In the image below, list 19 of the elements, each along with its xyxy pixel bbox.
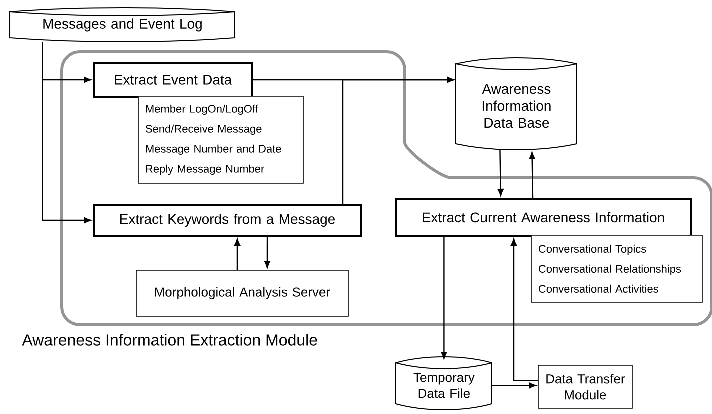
process-box: Data Transfer Module — [538, 365, 633, 409]
arrow — [42, 42, 92, 224]
database-cylinder: Messages and Event Log — [10, 8, 236, 42]
database-cylinder: Temporary Data File — [396, 356, 492, 410]
arrow — [510, 238, 538, 382]
arrow — [441, 237, 448, 360]
module-title: Awareness Information Extraction Module — [22, 334, 318, 346]
arrow — [264, 237, 270, 268]
arrow — [492, 382, 536, 389]
arrow — [234, 238, 241, 270]
arrow — [529, 152, 536, 198]
process-box: Extract Keywords from a Message — [93, 204, 362, 237]
arrow — [342, 76, 454, 204]
process-box: Extract Current Awareness Information — [395, 198, 692, 237]
database-cylinder: Awareness Information Data Base — [456, 58, 578, 150]
arrow — [498, 150, 504, 196]
process-box: Morphological Analysis Server — [136, 270, 349, 317]
list-box: Conversational Topics Conversational Relationships Conversational Activities — [531, 235, 703, 303]
process-box: Extract Event Data — [93, 62, 253, 98]
